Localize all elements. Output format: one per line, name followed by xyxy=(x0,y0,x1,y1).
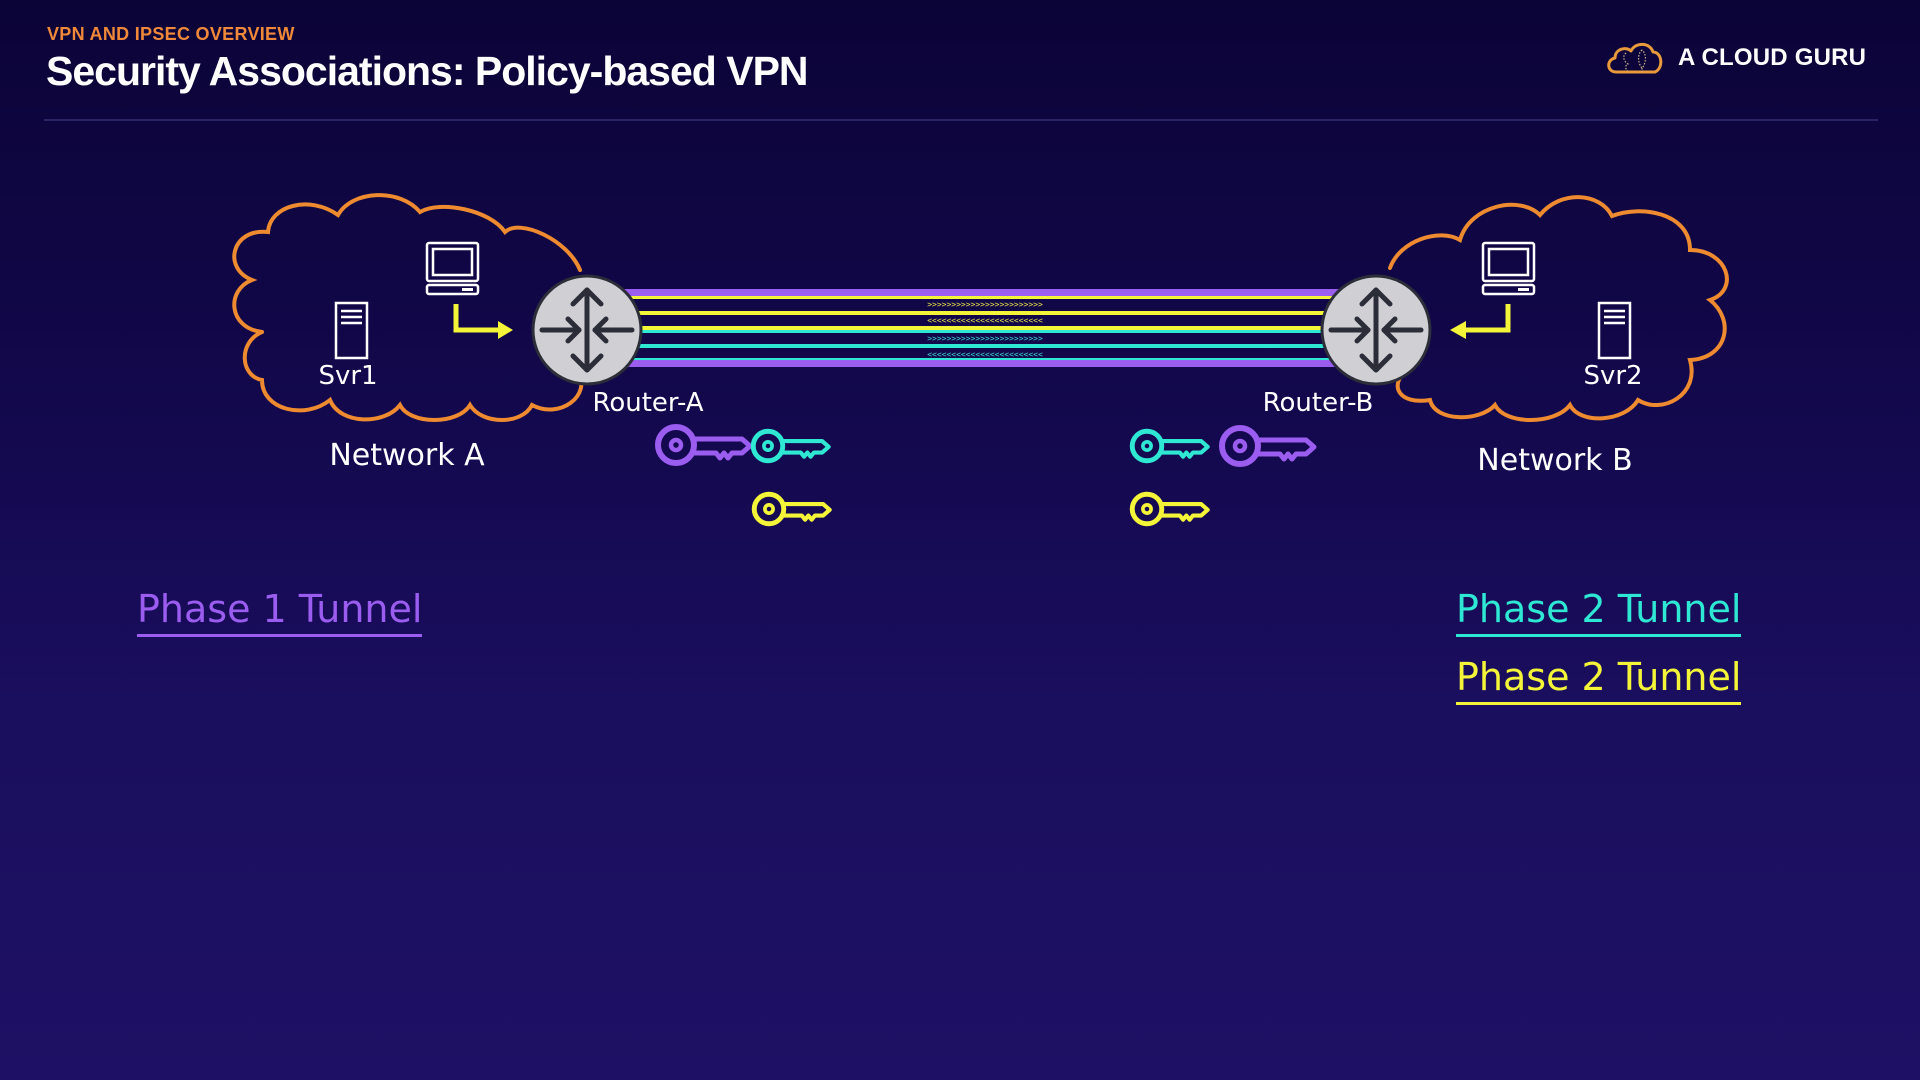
network-a-desktop-computer-icon[interactable] xyxy=(425,241,480,296)
router-a[interactable] xyxy=(531,274,643,386)
router-b-label: Router-B xyxy=(1263,388,1374,418)
phase2-cyan-line-1 xyxy=(620,330,1340,333)
phase2-cyan-line-2 xyxy=(620,344,1340,348)
sa-yellow-outbound: >>>>>>>>>>>>>>>>>>>>>>>> xyxy=(927,300,1043,309)
sa-cyan-outbound: >>>>>>>>>>>>>>>>>>>>>>>> xyxy=(927,334,1043,343)
phase2-yellow-tunnel-link[interactable]: Phase 2 Tunnel xyxy=(1456,657,1742,705)
section-eyebrow: VPN AND IPSEC OVERVIEW xyxy=(47,24,295,44)
phase2-yellow-line-3 xyxy=(620,326,1340,330)
phase2-cyan-tunnel-link[interactable]: Phase 2 Tunnel xyxy=(1456,589,1742,637)
phase2-cyan-key-icon-router-a xyxy=(753,431,828,461)
phase2-yellow-key-icon-router-a xyxy=(754,494,829,524)
network-a-label: Network A xyxy=(329,438,485,473)
phase2-yellow-key-icon-router-b xyxy=(1132,494,1207,524)
slide-title: Security Associations: Policy-based VPN xyxy=(46,48,809,94)
phase1-key-icon-router-b xyxy=(1222,428,1314,464)
phase2-cyan-line-3 xyxy=(620,358,1340,360)
sa-cyan-inbound: <<<<<<<<<<<<<<<<<<<<<<<< xyxy=(927,350,1043,359)
network-a-cloud xyxy=(232,193,584,422)
header-divider xyxy=(44,119,1878,121)
network-b-arrow-left-icon xyxy=(1450,304,1511,339)
svr1-server-icon[interactable] xyxy=(334,301,369,360)
phase1-key-icon-router-a xyxy=(658,427,750,463)
svr2-server-icon[interactable] xyxy=(1597,301,1632,360)
brand-logo: A CLOUD GURU xyxy=(1604,38,1866,78)
router-a-label: Router-A xyxy=(592,388,703,418)
phase2-yellow-line-1 xyxy=(620,296,1340,299)
network-b-cloud xyxy=(1388,195,1729,422)
network-b-label: Network B xyxy=(1477,443,1632,478)
network-b-desktop-computer-icon[interactable] xyxy=(1481,241,1536,296)
svr2-label: Svr2 xyxy=(1583,361,1642,391)
phase2-cyan-key-icon-router-b xyxy=(1132,431,1207,461)
network-a-arrow-right-icon xyxy=(453,304,513,339)
phase1-tunnel-bottom xyxy=(620,360,1340,367)
ipsec-tunnel: >>>>>>>>>>>>>>>>>>>>>>>> <<<<<<<<<<<<<<<… xyxy=(620,289,1340,367)
cloud-guru-icon xyxy=(1607,42,1663,74)
sa-yellow-inbound: <<<<<<<<<<<<<<<<<<<<<<<< xyxy=(927,316,1043,325)
brand-name: A CLOUD GURU xyxy=(1678,44,1867,71)
svr1-label: Svr1 xyxy=(318,361,377,391)
phase1-tunnel-top xyxy=(620,289,1340,296)
phase2-yellow-line-2 xyxy=(620,311,1340,315)
phase1-tunnel-link[interactable]: Phase 1 Tunnel xyxy=(137,589,423,637)
router-b[interactable] xyxy=(1320,274,1432,386)
